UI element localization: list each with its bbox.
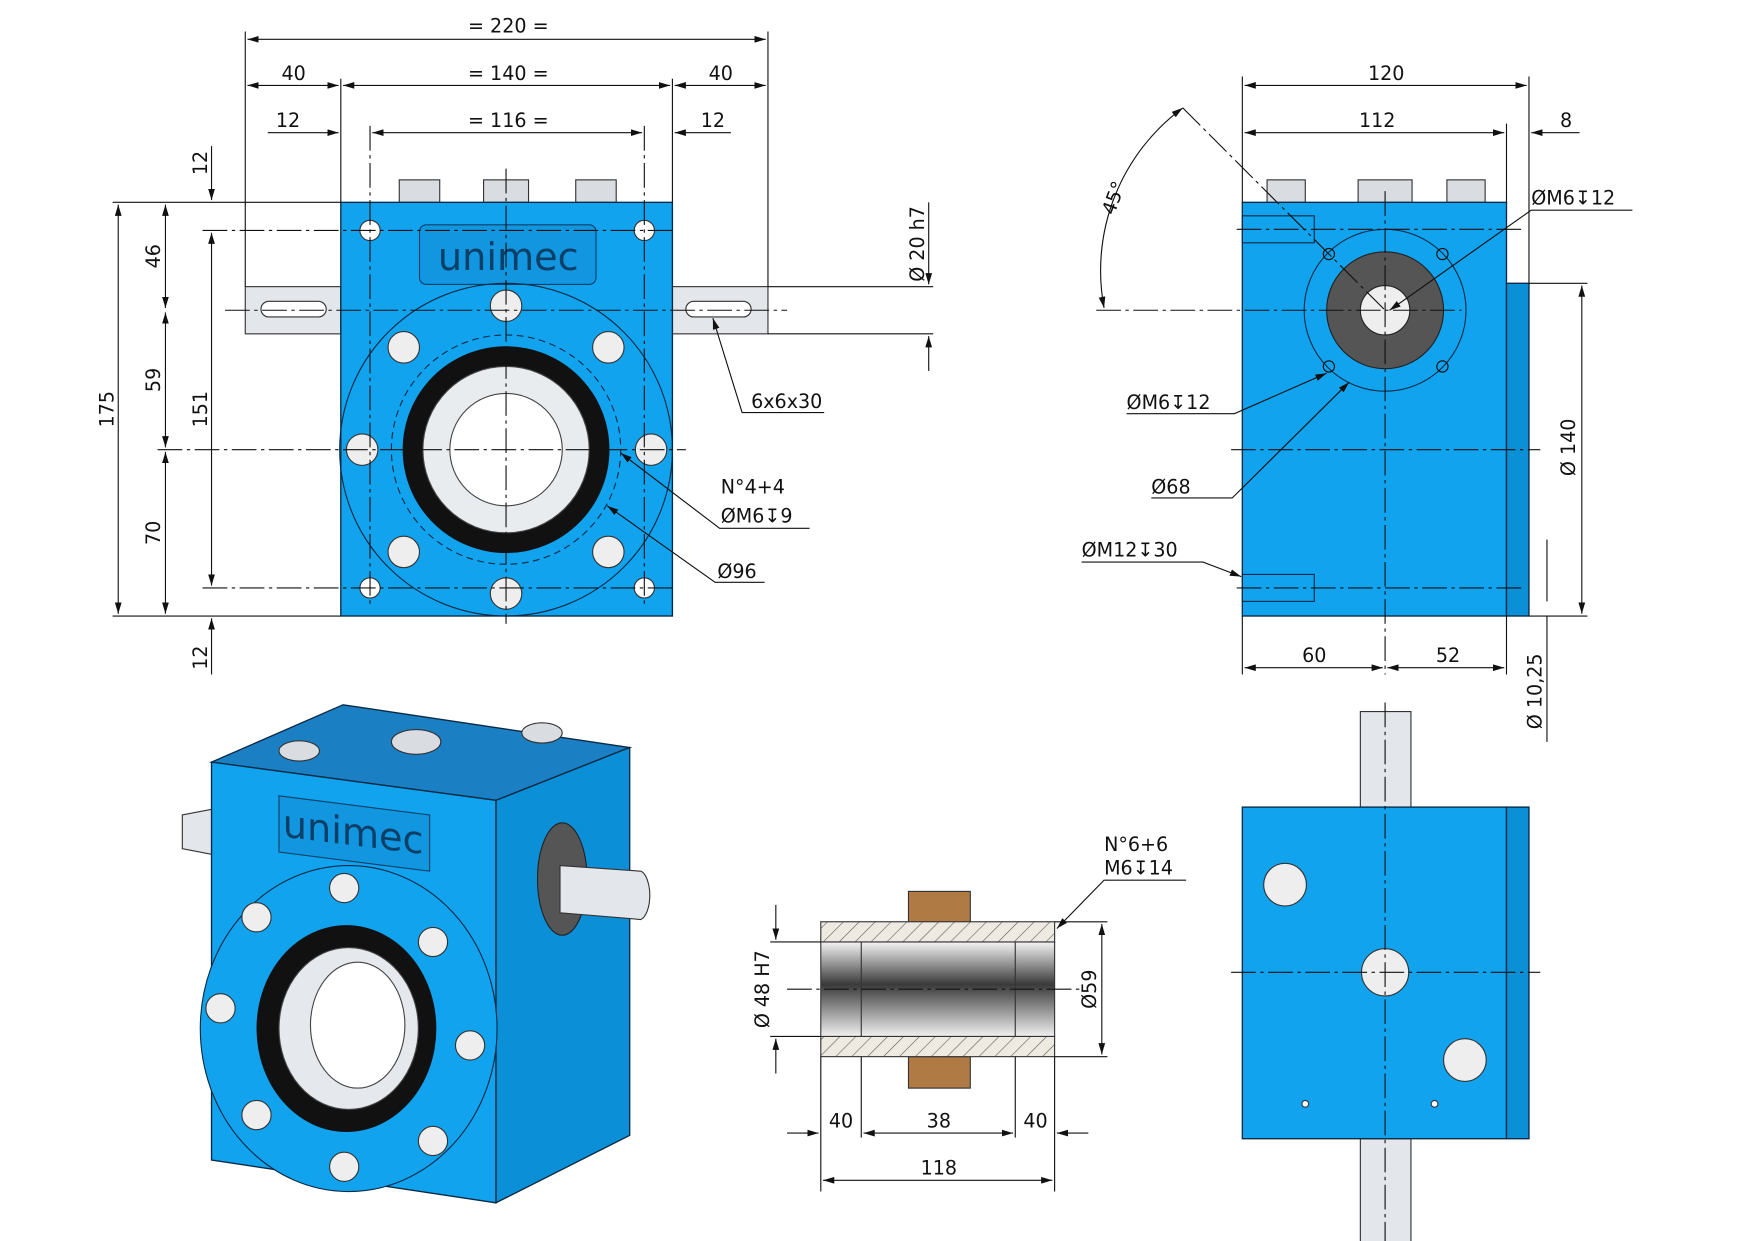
logo-plate bbox=[418, 224, 597, 285]
dim-key: 6x6x30 bbox=[751, 390, 822, 413]
dim-end-left: 40 bbox=[829, 1109, 853, 1132]
dim-holes-thread: M6↧14 bbox=[1104, 857, 1173, 880]
top-bolts-iso bbox=[278, 722, 563, 762]
plugs bbox=[1263, 862, 1487, 1082]
front-view: unimec bbox=[96, 15, 934, 675]
rear-view bbox=[1231, 702, 1541, 1241]
dim-width-total: 120 bbox=[1368, 62, 1404, 85]
input-shaft-iso bbox=[559, 864, 651, 921]
sleeve-wall-top bbox=[820, 921, 1056, 943]
dim-width-body: 112 bbox=[1359, 109, 1395, 132]
side-view: 120 112 8 45° ØM6↧12 ØM6↧12 Ø68 ØM12↧30 … bbox=[1081, 62, 1633, 742]
dim-thread-top: ØM6↧12 bbox=[1531, 187, 1615, 210]
dim-thread-left: ØM6↧12 bbox=[1127, 391, 1211, 414]
dim-strip-offset: Ø 10,25 bbox=[1523, 653, 1546, 729]
sleeve-wall-bottom bbox=[820, 1035, 1056, 1058]
dim-bore: Ø 48 H7 bbox=[751, 950, 774, 1028]
dim-hole-spacing: = 116 = bbox=[468, 109, 549, 132]
dim-hole-offset-right: 12 bbox=[701, 109, 725, 132]
small-holes bbox=[1301, 1099, 1439, 1108]
left-shaft-iso bbox=[181, 808, 213, 855]
dim-length: 118 bbox=[921, 1157, 957, 1180]
dim-holes-thread: ØM6↧9 bbox=[721, 505, 793, 528]
dim-angle: 45° bbox=[1097, 178, 1130, 218]
bore-iso bbox=[309, 961, 406, 1089]
top-bolts bbox=[398, 179, 617, 203]
dim-shaft-diameter: Ø 20 h7 bbox=[906, 206, 929, 282]
dim-offset-right: 52 bbox=[1436, 644, 1460, 667]
dim-holes-count: N°4+4 bbox=[721, 475, 785, 498]
dim-offset-left: 60 bbox=[1302, 644, 1326, 667]
keyway-left bbox=[260, 300, 327, 318]
dim-seg-bottom: 70 bbox=[142, 521, 165, 545]
worm-wheel-top bbox=[907, 890, 971, 924]
flange-bolts-iso bbox=[205, 872, 486, 1182]
worm-wheel-bottom bbox=[907, 1056, 971, 1089]
dim-shaft-right: 40 bbox=[709, 62, 733, 85]
isometric-view: unimec bbox=[181, 704, 651, 1204]
logo-plate-iso bbox=[278, 795, 431, 872]
dim-end-right: 40 bbox=[1023, 1109, 1047, 1132]
section-view: N°6+6 M6↧14 Ø 48 H7 Ø59 40 38 40 118 bbox=[751, 833, 1187, 1192]
dim-shaft-left: 40 bbox=[281, 62, 305, 85]
dim-body-width: = 140 = bbox=[468, 62, 549, 85]
keyway-right bbox=[685, 300, 752, 318]
dim-bottom-offset: 12 bbox=[189, 645, 212, 669]
dim-holes-count: N°6+6 bbox=[1104, 833, 1168, 856]
dim-seg-top: 46 bbox=[142, 244, 165, 268]
dim-hole-offset-left: 12 bbox=[276, 109, 300, 132]
dim-height-total: 175 bbox=[96, 391, 119, 427]
dim-top-offset: 12 bbox=[189, 151, 212, 175]
logo: unimec bbox=[438, 236, 579, 280]
dim-bolt-circle: Ø96 bbox=[717, 560, 756, 583]
flange-bolts bbox=[345, 289, 668, 610]
dim-middle: 38 bbox=[927, 1109, 951, 1132]
side-face bbox=[495, 746, 631, 1204]
dim-seg-mid: 59 bbox=[142, 368, 165, 392]
dim-overall-width: = 220 = bbox=[468, 15, 549, 38]
dim-thread-m12: ØM12↧30 bbox=[1082, 538, 1178, 561]
dim-outer: Ø59 bbox=[1078, 970, 1101, 1009]
top-bolts bbox=[1266, 179, 1486, 203]
dim-pilot-diameter: Ø 140 bbox=[1557, 419, 1580, 477]
flange-holes bbox=[1322, 247, 1449, 373]
dim-hole-height: 151 bbox=[189, 391, 212, 427]
dim-bolt-circle-68: Ø68 bbox=[1151, 475, 1190, 498]
dim-width-strip: 8 bbox=[1560, 109, 1572, 132]
